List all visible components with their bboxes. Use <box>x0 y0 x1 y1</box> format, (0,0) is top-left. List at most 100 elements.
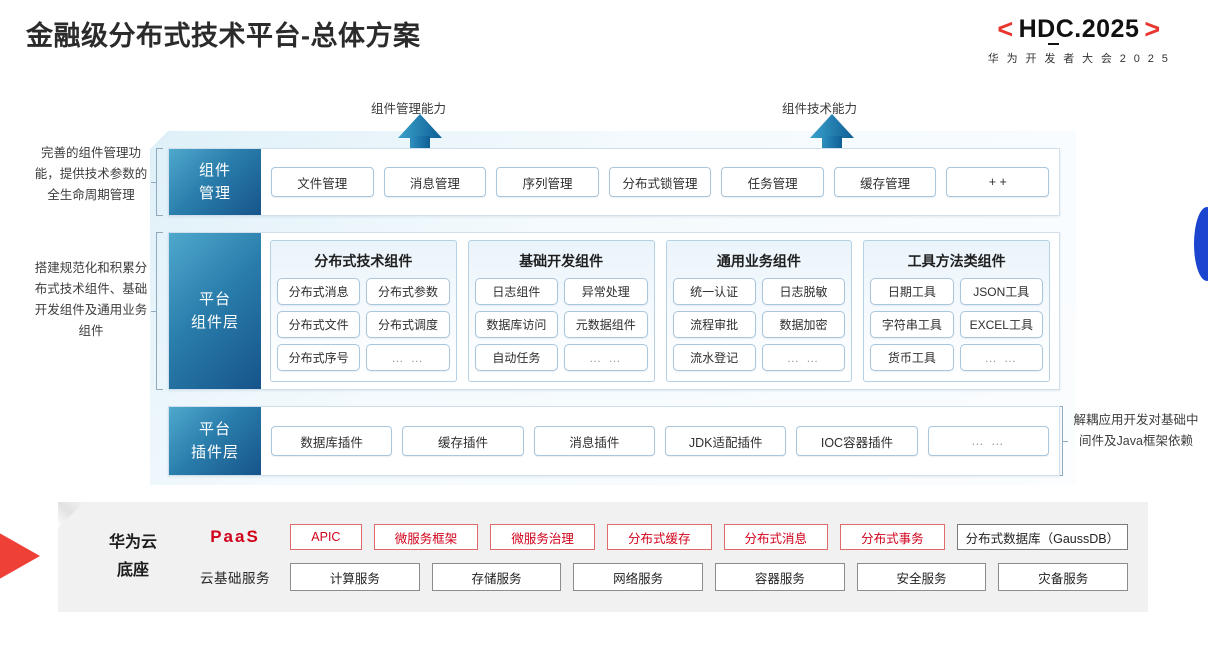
cloud-service-chip[interactable]: 计算服务 <box>290 563 420 591</box>
platform-group-title: 分布式技术组件 <box>314 253 413 269</box>
platform-component-chip[interactable]: … … <box>564 344 648 371</box>
platform-plugin-chip[interactable]: 数据库插件 <box>271 426 393 456</box>
layer-platform-components: 平台 组件层 分布式技术组件分布式消息分布式参数分布式文件分布式调度分布式序号…… <box>168 232 1060 390</box>
component-management-chip[interactable]: 消息管理 <box>383 167 487 197</box>
platform-component-chip[interactable]: … … <box>761 344 846 371</box>
component-management-chip[interactable]: 文件管理 <box>271 167 374 197</box>
platform-component-chip[interactable]: 分布式消息 <box>277 278 361 305</box>
blue-lens-decoration <box>1194 207 1208 281</box>
red-arc-decoration <box>0 512 40 600</box>
platform-component-chip[interactable]: 数据加密 <box>761 311 846 338</box>
platform-component-chip[interactable]: 统一认证 <box>672 278 756 305</box>
hdc-logo-text-value: HDC.2025 <box>1018 15 1140 43</box>
layer-label-platform-components: 平台 组件层 <box>169 233 261 389</box>
hdc-logo: < HDC.2025 > 华 为 开 发 者 大 会 2 0 2 5 <box>964 14 1194 66</box>
platform-component-chip[interactable]: 日志组件 <box>474 278 559 305</box>
component-management-chip[interactable]: 序列管理 <box>496 167 599 197</box>
left-note-platform-components: 搭建规范化和积累分布式技术组件、基础开发组件及通用业务组件 <box>34 261 148 338</box>
platform-group-container: 分布式技术组件分布式消息分布式参数分布式文件分布式调度分布式序号… …基础开发组… <box>261 233 1059 389</box>
platform-component-chip[interactable]: 货币工具 <box>870 344 954 371</box>
platform-component-chip[interactable]: 分布式序号 <box>277 344 361 371</box>
platform-component-chip[interactable]: 流水登记 <box>672 344 756 371</box>
platform-group-grid: 日志组件异常处理数据库访问元数据组件自动任务… … <box>474 278 648 371</box>
platform-component-chip[interactable]: 字符串工具 <box>870 311 954 338</box>
huawei-base-line-1: 华为云 <box>108 534 157 551</box>
cloud-row-key: 云基础服务 <box>200 571 270 586</box>
cloud-service-chip[interactable]: 灾备服务 <box>998 563 1129 591</box>
hdc-right-bracket-icon: > <box>1144 14 1161 44</box>
platform-group-title: 基础开发组件 <box>519 253 604 269</box>
cloud-service-chip[interactable]: 存储服务 <box>431 563 562 591</box>
hdc-left-bracket-icon: < <box>997 14 1014 44</box>
paas-service-chip[interactable]: 分布式数据库（GaussDB） <box>956 524 1129 550</box>
hdc-logo-text: HDC.2025 <box>1018 15 1140 45</box>
platform-component-chip[interactable]: 自动任务 <box>474 344 559 371</box>
platform-group: 通用业务组件统一认证日志脱敏流程审批数据加密流水登记… … <box>665 240 853 382</box>
platform-component-chip[interactable]: 流程审批 <box>672 311 756 338</box>
platform-group: 基础开发组件日志组件异常处理数据库访问元数据组件自动任务… … <box>467 240 655 382</box>
platform-component-chip[interactable]: 日期工具 <box>870 278 954 305</box>
paas-service-chip[interactable]: 微服务治理 <box>490 524 595 550</box>
huawei-cloud-base-panel <box>58 502 1148 612</box>
paas-service-chip[interactable]: 分布式事务 <box>840 524 945 550</box>
hdc-logo-main: < HDC.2025 > <box>964 14 1194 45</box>
platform-component-chip[interactable]: 异常处理 <box>564 278 648 305</box>
layer-label-platform-plugins: 平台 插件层 <box>169 407 261 475</box>
platform-component-chip[interactable]: EXCEL工具 <box>959 311 1043 338</box>
layer-label-component-management: 组件 管理 <box>169 149 261 215</box>
brace-left-top <box>151 148 163 216</box>
platform-component-chip[interactable]: 分布式调度 <box>366 311 450 338</box>
platform-plugin-chip[interactable]: 消息插件 <box>533 426 655 456</box>
platform-component-chip[interactable]: 分布式参数 <box>366 278 450 305</box>
paas-row-key: PaaS <box>210 527 260 546</box>
platform-group: 分布式技术组件分布式消息分布式参数分布式文件分布式调度分布式序号… … <box>270 240 457 382</box>
cloud-service-chip[interactable]: 容器服务 <box>715 563 845 591</box>
layer-body-platform-plugins: 数据库插件缓存插件消息插件 JDK适配插件 IOC容器插件 … … <box>261 407 1059 475</box>
hdc-underline-mark <box>1047 43 1059 45</box>
platform-component-chip[interactable]: 分布式文件 <box>277 311 361 338</box>
huawei-cloud-base-content: 华为云 底座 PaaS APIC 微服务框架微服务治理分布式缓存分布式消息分布式事… <box>58 502 1148 612</box>
layer-label-line-2: 插件层 <box>190 444 239 461</box>
component-management-chip[interactable]: 分布式锁管理 <box>608 167 712 197</box>
paas-service-row: PaaS APIC 微服务框架微服务治理分布式缓存分布式消息分布式事务分布式数据库… <box>192 520 1129 554</box>
left-note-component-management: 完善的组件管理功能，提供技术参数的全生命周期管理 <box>34 146 148 202</box>
paas-service-chip[interactable]: 分布式缓存 <box>606 524 712 550</box>
cloud-service-row: 云基础服务 计算服务存储服务网络服务容器服务安全服务灾备服务 <box>192 560 1129 594</box>
huawei-base-line-2: 底座 <box>116 562 149 579</box>
platform-plugin-chip[interactable]: 缓存插件 <box>402 426 524 456</box>
layer-label-line-1: 平台 <box>198 291 231 308</box>
platform-group-grid: 统一认证日志脱敏流程审批数据加密流水登记… … <box>672 278 846 371</box>
component-management-chip[interactable]: 任务管理 <box>721 167 824 197</box>
cloud-service-chip[interactable]: 安全服务 <box>856 563 987 591</box>
right-note-decoupling: 解耦应用开发对基础中间件及Java框架依赖 <box>1073 413 1199 448</box>
platform-plugin-chip[interactable]: … … <box>927 426 1049 456</box>
platform-plugin-chip[interactable]: IOC容器插件 <box>796 426 918 456</box>
layer-body-component-management: 文件管理消息管理序列管理分布式锁管理任务管理缓存管理 + + <box>261 149 1059 215</box>
platform-component-chip[interactable]: … … <box>366 344 450 371</box>
platform-plugin-chip[interactable]: JDK适配插件 <box>664 426 787 456</box>
platform-component-chip[interactable]: 日志脱敏 <box>761 278 846 305</box>
hdc-logo-subtitle: 华 为 开 发 者 大 会 2 0 2 5 <box>987 53 1171 65</box>
arrow-label-component-technology: 组件技术能力 <box>782 102 858 116</box>
layer-label-line-1: 平台 <box>198 421 231 438</box>
platform-component-chip[interactable]: 元数据组件 <box>564 311 648 338</box>
platform-component-chip[interactable]: … … <box>959 344 1043 371</box>
huawei-cloud-base-label: 华为云 底座 <box>74 529 192 585</box>
platform-group-grid: 分布式消息分布式参数分布式文件分布式调度分布式序号… … <box>277 278 450 371</box>
platform-component-chip[interactable]: 数据库访问 <box>474 311 559 338</box>
component-management-chip[interactable]: + + <box>946 167 1050 197</box>
component-management-chip[interactable]: 缓存管理 <box>833 167 937 197</box>
paas-service-chip[interactable]: 分布式消息 <box>723 524 829 550</box>
platform-group-title: 通用业务组件 <box>716 253 801 269</box>
page-title: 金融级分布式技术平台-总体方案 <box>26 21 421 51</box>
layer-label-line-1: 组件 <box>198 162 231 179</box>
layer-label-line-2: 管理 <box>198 185 231 202</box>
paas-service-chip[interactable]: 微服务框架 <box>373 524 479 550</box>
paas-service-chip[interactable]: APIC <box>290 524 362 550</box>
cloud-service-chip[interactable]: 网络服务 <box>573 563 704 591</box>
platform-component-chip[interactable]: JSON工具 <box>959 278 1043 305</box>
layer-label-line-2: 组件层 <box>190 314 239 331</box>
